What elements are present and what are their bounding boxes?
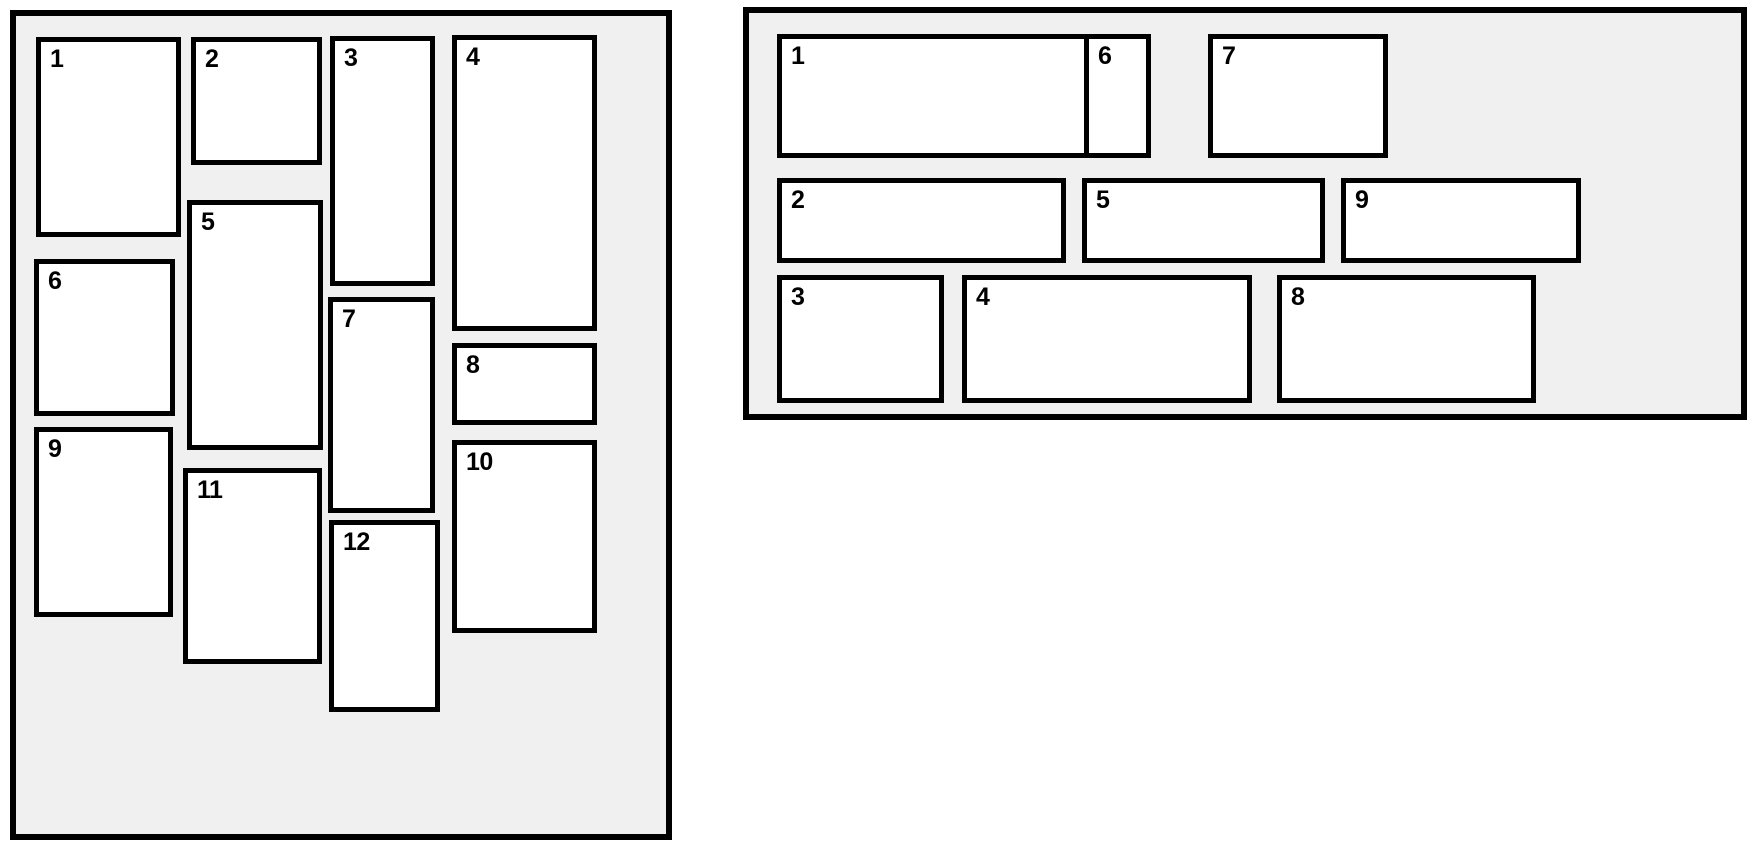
box-number-label: 9 [48, 435, 62, 463]
box-number-label: 7 [1222, 42, 1236, 70]
box-number-label: 2 [791, 186, 805, 214]
layout-box[interactable]: 5 [187, 200, 323, 450]
layout-box[interactable]: 6 [34, 259, 175, 416]
layout-box[interactable]: 7 [1208, 34, 1388, 158]
right-panel: 1 6 7 2 5 9 3 4 8 [743, 7, 1747, 420]
box-number-label: 10 [466, 448, 493, 476]
box-number-label: 3 [791, 283, 805, 311]
layout-box[interactable]: 1 [36, 37, 181, 237]
layout-box[interactable]: 9 [34, 427, 173, 617]
layout-box[interactable]: 10 [452, 440, 597, 633]
layout-box[interactable]: 12 [329, 520, 440, 712]
box-number-label: 2 [205, 45, 219, 73]
box-number-label: 5 [1096, 186, 1110, 214]
box-number-label: 8 [466, 351, 480, 379]
layout-box[interactable]: 11 [183, 468, 322, 664]
box-number-label: 3 [344, 44, 358, 72]
box-number-label: 12 [343, 528, 370, 556]
box-number-label: 1 [50, 45, 64, 73]
layout-box[interactable]: 8 [452, 343, 597, 425]
layout-box[interactable]: 3 [777, 275, 944, 403]
layout-box[interactable]: 1 [777, 34, 1101, 158]
layout-box[interactable]: 3 [330, 36, 435, 286]
box-number-label: 6 [1098, 42, 1112, 70]
layout-box[interactable]: 9 [1341, 178, 1581, 263]
box-number-label: 5 [201, 208, 215, 236]
box-number-label: 9 [1355, 186, 1369, 214]
box-number-label: 7 [342, 305, 356, 333]
box-number-label: 8 [1291, 283, 1305, 311]
box-number-label: 1 [791, 42, 805, 70]
box-number-label: 6 [48, 267, 62, 295]
layout-box[interactable]: 7 [328, 297, 435, 513]
layout-box[interactable]: 5 [1082, 178, 1325, 263]
layout-box[interactable]: 2 [191, 37, 322, 165]
layout-box[interactable]: 8 [1277, 275, 1536, 403]
layout-box[interactable]: 6 [1084, 34, 1151, 158]
box-number-label: 4 [976, 283, 990, 311]
box-number-label: 11 [197, 476, 223, 504]
layout-box[interactable]: 4 [962, 275, 1252, 403]
layout-box[interactable]: 2 [777, 178, 1066, 263]
layout-box[interactable]: 4 [452, 35, 597, 331]
box-number-label: 4 [466, 43, 480, 71]
